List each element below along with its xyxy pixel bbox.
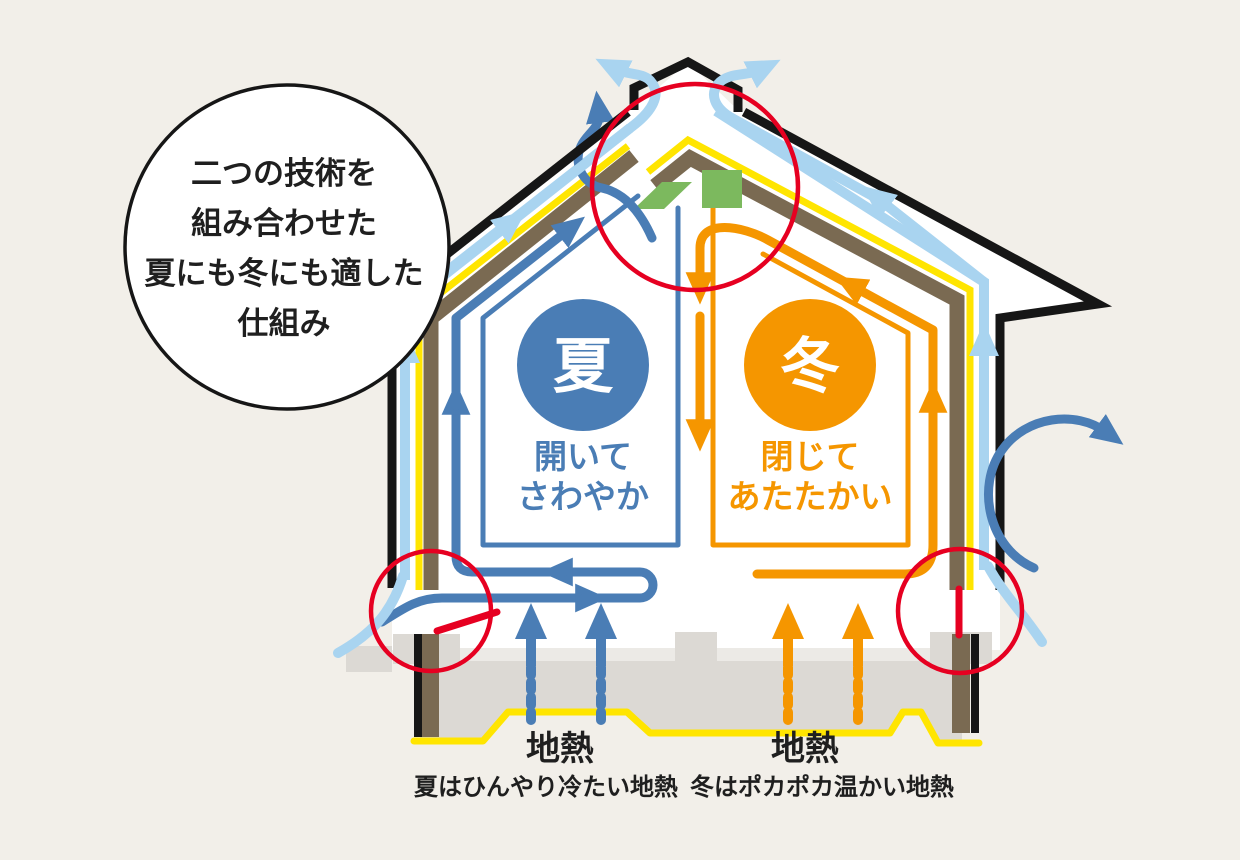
red-highlights [368, 81, 1025, 676]
callout: 二つの技術を 組み合わせた 夏にも冬にも適した 仕組み [123, 83, 451, 411]
foundation-center-pier [675, 632, 717, 664]
ridge-vent-cap [629, 56, 743, 112]
winter-caption-line2: あたたかい [728, 478, 893, 515]
right-vent-highlight-circle [895, 546, 1025, 676]
outside-eddy-arrow [984, 414, 1124, 573]
ridge-exhaust-curl-arrow [573, 90, 657, 243]
foundation-slab [420, 648, 962, 741]
left-intake-curve [333, 571, 408, 658]
underfloor-flow-right-arrow [377, 583, 608, 627]
summer-loop-outline [480, 193, 681, 548]
winter-caption-line1: 閉じて [761, 438, 860, 475]
foundation-insulation-line [410, 708, 983, 747]
underfloor-flow-return-arrow [540, 557, 658, 603]
geothermal-labels: 地熱 夏はひんやり冷たい地熱 地熱 冬はポカポカ温かい地熱 [414, 730, 954, 801]
winter-airflow [685, 223, 948, 725]
callout-bubble [123, 83, 451, 411]
summer-caption-line1: 開いて [534, 438, 632, 475]
right-roof-channel-arrow [861, 185, 989, 347]
left-vent-highlight-circle [368, 548, 494, 674]
left-vent-damper-open [433, 608, 501, 635]
geothermal-left-caption: 夏はひんやり冷たい地熱 [414, 773, 678, 801]
geothermal-left-title: 地熱 [526, 730, 594, 768]
winter-badge-label: 冬 [780, 333, 840, 400]
geothermal-right-caption: 冬はポカポカ温かい地熱 [690, 773, 954, 801]
callout-line-2: 組み合わせた [191, 206, 377, 241]
ridge-damper-open-icon [634, 182, 692, 209]
summer-roof-riser-arrow [451, 216, 585, 411]
geothermal-right-title: 地熱 [771, 730, 839, 768]
winter-badge [744, 299, 876, 431]
summer-badge-label: 夏 [553, 333, 614, 400]
right-insulation-yellow [645, 135, 974, 590]
summer-caption-line2: さわやか [517, 478, 649, 515]
ridge-exit-left-arrow [505, 58, 661, 228]
foundation [346, 632, 992, 747]
right-intake-curve [983, 561, 1047, 647]
winter-zone: 冬 閉じて あたたかい [728, 299, 893, 515]
summer-zone: 夏 開いて さわやか [517, 299, 649, 515]
winter-roof-riser-arrow [835, 276, 938, 409]
winter-wall-riser-arrow [752, 380, 948, 579]
winter-ridge-return-arrow [685, 223, 861, 305]
summer-badge [517, 299, 649, 431]
callout-line-3: 夏にも冬にも適した [145, 256, 424, 291]
ridge-highlight-circle [589, 81, 801, 293]
right-wall-brown [650, 149, 965, 590]
ridge-exit-right-arrow [709, 59, 883, 204]
ridge-damper-closed-icon [702, 170, 742, 208]
callout-line-4: 仕組み [238, 306, 331, 341]
outside-air-flow [333, 58, 1047, 658]
callout-line-1: 二つの技術を [191, 156, 377, 191]
